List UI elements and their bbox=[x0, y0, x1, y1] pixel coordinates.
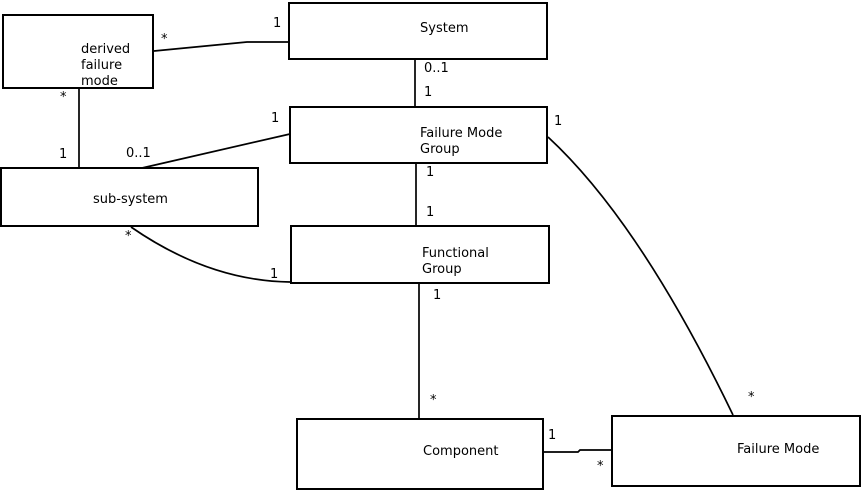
multiplicity-dfm-system-source: * bbox=[161, 32, 168, 47]
multiplicity-fg-component-source: 1 bbox=[433, 288, 442, 303]
entity-label: Functional Group bbox=[422, 246, 489, 277]
association-subsystem-fg-line bbox=[130, 226, 291, 283]
multiplicity-fmg-fg-target: 1 bbox=[426, 205, 435, 220]
multiplicity-subsystem-fmg-target: 1 bbox=[271, 111, 280, 126]
multiplicity-fmg-failuremode-source: 1 bbox=[554, 114, 563, 129]
entity-label: Failure Mode bbox=[737, 442, 820, 457]
multiplicity-component-failuremode-target: * bbox=[597, 459, 604, 474]
association-dfm-system-line bbox=[153, 41, 288, 52]
entity-derived-failure-mode: derived failure mode bbox=[2, 14, 154, 89]
entity-component: Component bbox=[296, 418, 544, 490]
entity-failure-mode: Failure Mode bbox=[611, 415, 861, 487]
entity-failure-mode-group: Failure Mode Group bbox=[289, 106, 548, 164]
multiplicity-dfm-subsystem-target: 1 bbox=[59, 147, 68, 162]
multiplicity-fmg-fg-source: 1 bbox=[426, 165, 435, 180]
multiplicity-dfm-subsystem-source: * bbox=[60, 90, 67, 105]
entity-sub-system: sub-system bbox=[0, 167, 259, 227]
entity-label: Component bbox=[423, 444, 499, 459]
entity-label: Failure Mode Group bbox=[420, 126, 503, 157]
entity-functional-group: Functional Group bbox=[290, 225, 550, 284]
multiplicity-fmg-failuremode-target: * bbox=[748, 390, 755, 405]
entity-system: System bbox=[288, 2, 548, 60]
multiplicity-subsystem-fmg-source: 0..1 bbox=[126, 146, 151, 161]
multiplicity-subsystem-fg-target: 1 bbox=[270, 267, 279, 282]
association-component-failuremode-line bbox=[544, 449, 611, 453]
entity-label: System bbox=[420, 21, 469, 36]
entity-label: sub-system bbox=[93, 192, 168, 207]
association-subsystem-fmg-line bbox=[141, 133, 291, 169]
multiplicity-component-failuremode-source: 1 bbox=[548, 428, 557, 443]
association-fmg-failuremode-line bbox=[547, 136, 734, 416]
multiplicity-system-fmg-source: 0..1 bbox=[424, 61, 449, 76]
multiplicity-system-fmg-target: 1 bbox=[424, 85, 433, 100]
multiplicity-dfm-system-target: 1 bbox=[273, 16, 282, 31]
entity-label: derived failure mode bbox=[81, 42, 131, 89]
multiplicity-fg-component-target: * bbox=[430, 393, 437, 408]
multiplicity-subsystem-fg-source: * bbox=[125, 229, 132, 244]
